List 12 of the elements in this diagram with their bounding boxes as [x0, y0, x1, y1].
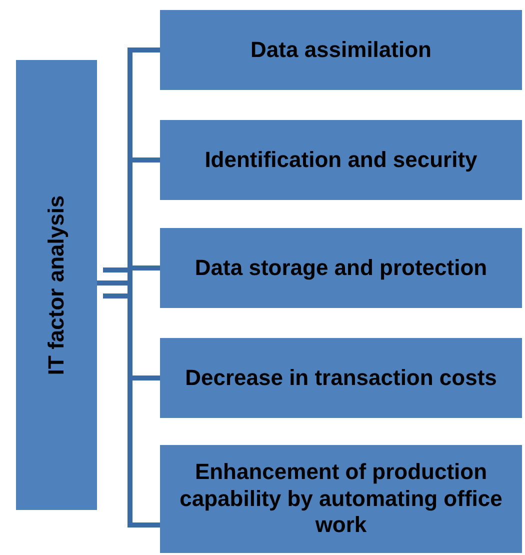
factor-box: [160, 338, 522, 418]
factor-box: [160, 228, 522, 308]
category-title: IT factor analysis: [43, 195, 70, 375]
factor-label: Data storage and protection: [194, 254, 488, 282]
factor-box: [160, 10, 522, 90]
factor-box: [160, 445, 522, 553]
factor-label: Decrease in transaction costs: [184, 364, 498, 392]
factor-label: Enhancement of production capability by automating office work: [178, 459, 504, 539]
factor-box: [160, 120, 522, 200]
category-box: [16, 60, 97, 510]
factor-label: Data assimilation: [250, 36, 432, 64]
factor-label: Identification and security: [204, 146, 478, 174]
